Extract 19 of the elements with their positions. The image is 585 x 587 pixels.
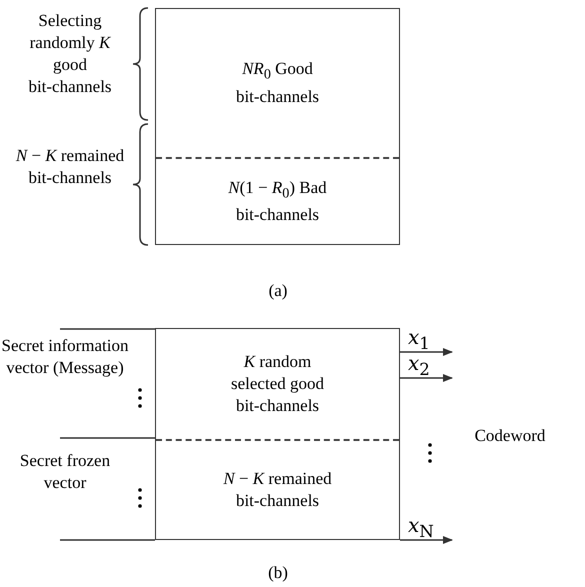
section-text: N − K remained bit-channels — [222, 468, 333, 512]
caption: (a) — [268, 280, 288, 302]
caption: (b) — [267, 562, 289, 584]
arrow — [400, 348, 453, 356]
input-label: Secret information vector (Message) — [0, 335, 130, 379]
output-label: Codeword — [474, 425, 546, 447]
brace-label: N − K remained bit-channels — [15, 145, 125, 189]
brace-label: Selecting randomly K good bit-channels — [27, 10, 113, 98]
block-box — [155, 328, 400, 540]
edge-label: x$_{1}$ — [408, 326, 430, 355]
section-text: N(1 − R$_{0}$) Bad bit-channels — [227, 176, 328, 226]
arrow — [400, 374, 453, 382]
block-box — [155, 8, 400, 245]
edge-label: x$_{N}$ — [408, 514, 434, 543]
section-text: K random selected good bit-channels — [230, 351, 325, 417]
input-label: Secret frozen vector — [18, 450, 112, 494]
arrow — [400, 536, 453, 544]
edge-label: x$_{2}$ — [408, 352, 430, 381]
section-text: NR$_{0}$ Good bit-channels — [234, 58, 320, 108]
